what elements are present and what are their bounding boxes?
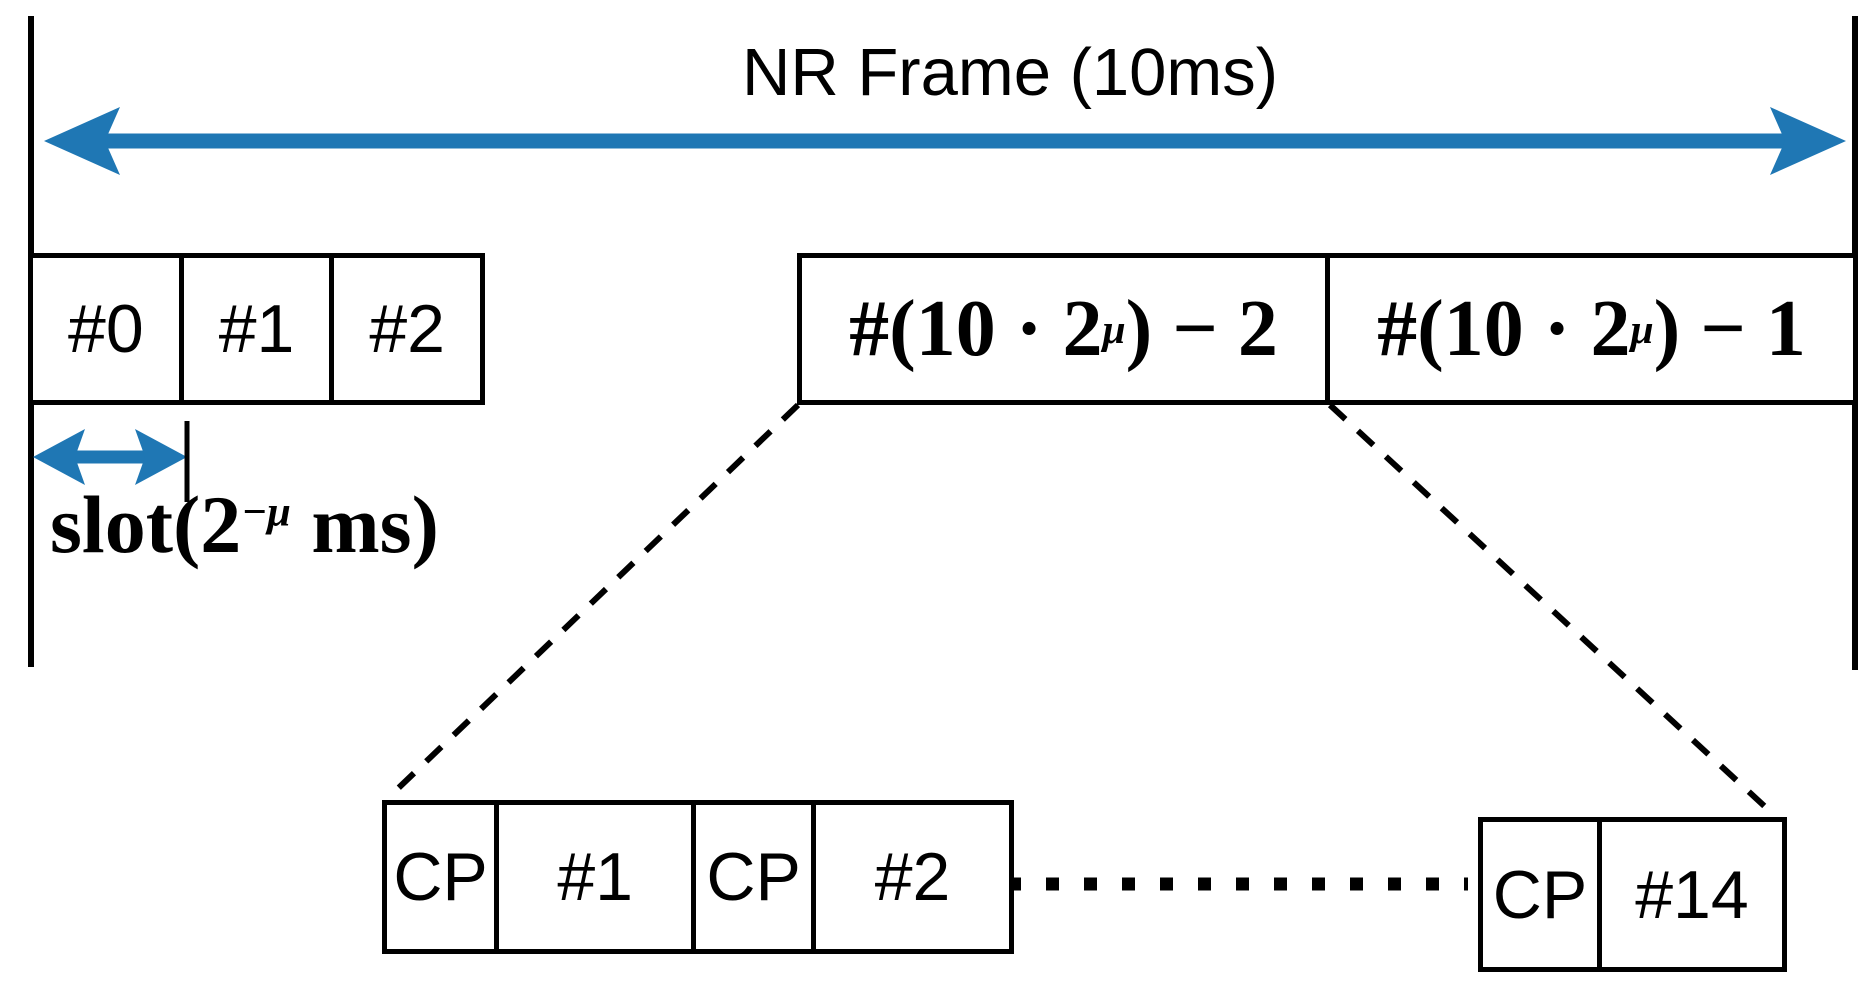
slot-label-post: ) − 1: [1653, 284, 1806, 373]
arrow-left-head: [44, 107, 120, 175]
symbol-cell-14: #14: [1596, 822, 1782, 967]
slot-duration-arrow: [33, 429, 187, 485]
frame-title: NR Frame (10ms): [742, 35, 1279, 110]
slot-label-pre: #(10 · 2: [1377, 284, 1631, 373]
arrow-right-head: [1770, 107, 1846, 175]
symbol-group-left: CP #1 CP #2: [382, 800, 1014, 954]
slot-duration-post: ms): [290, 479, 439, 570]
slot-duration-pre: slot(2: [50, 479, 242, 570]
slot-cell-2: #2: [329, 258, 480, 400]
zoom-guide-dashed-right: [1327, 402, 1776, 817]
slot-arrow-right-head: [135, 429, 187, 485]
slot-cell-0: #0: [68, 291, 144, 367]
zoom-guide-dashed-left: [384, 402, 801, 802]
slot-duration-label: slot(2−μ ms): [50, 478, 439, 572]
cp-cell-1: CP: [393, 839, 488, 915]
symbol-group-right: CP #14: [1478, 817, 1787, 972]
subframe-row-left: #0 #1 #2: [28, 253, 485, 405]
neg-mu-superscript: −μ: [241, 488, 291, 536]
cp-cell-2: CP: [691, 805, 811, 949]
slot-arrow-left-head: [33, 429, 85, 485]
slot-cell-1: #1: [178, 258, 330, 400]
cp-cell-14: CP: [1492, 856, 1588, 933]
slot-label-post: ) − 2: [1125, 284, 1278, 373]
slot-label-pre: #(10 · 2: [849, 284, 1103, 373]
frame-duration-arrow: [44, 107, 1846, 175]
symbol-cell-2: #2: [811, 805, 1009, 949]
symbol-cell-1: #1: [494, 805, 691, 949]
